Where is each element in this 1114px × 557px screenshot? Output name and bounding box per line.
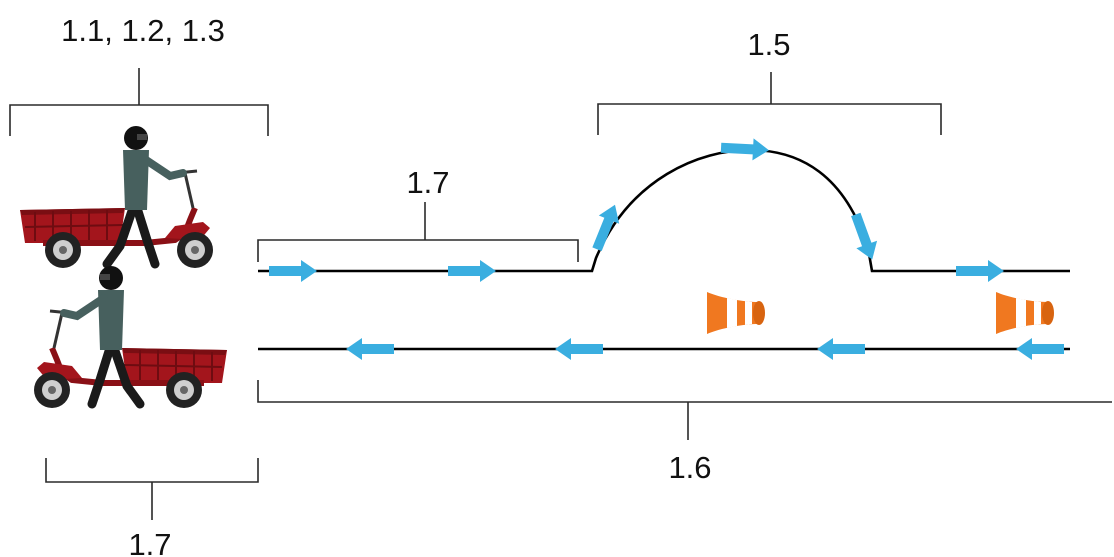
label-hump: 1.5 [747,27,790,62]
direction-arrow-icon [346,338,394,360]
traffic-cone-icon [707,292,765,334]
bracket-bottom-left [45,458,259,520]
bracket-hump [597,72,942,135]
direction-arrow-icon [956,260,1004,282]
bracket-upper-track [257,202,579,262]
direction-arrow-icon [851,212,878,260]
direction-arrow-icon [720,138,769,161]
label-upper-track: 1.7 [406,165,449,200]
direction-arrow-icon [555,338,603,360]
bracket-lower-track [257,380,1112,440]
cargo-tricycle-rider-icon [34,266,227,408]
cargo-tricycle-rider-icon [20,126,213,268]
label-top-left: 1.1, 1.2, 1.3 [61,13,225,48]
label-bottom-left: 1.7 [128,527,171,557]
direction-arrow-icon [1016,338,1064,360]
traffic-cone-icon [996,292,1054,334]
direction-arrow-icon [448,260,496,282]
bracket-top-left [9,68,269,136]
upper-track-line [258,148,1070,273]
label-lower-track: 1.6 [668,450,711,485]
direction-arrow-icon [592,204,620,252]
direction-arrow-icon [269,260,317,282]
direction-arrow-icon [817,338,865,360]
